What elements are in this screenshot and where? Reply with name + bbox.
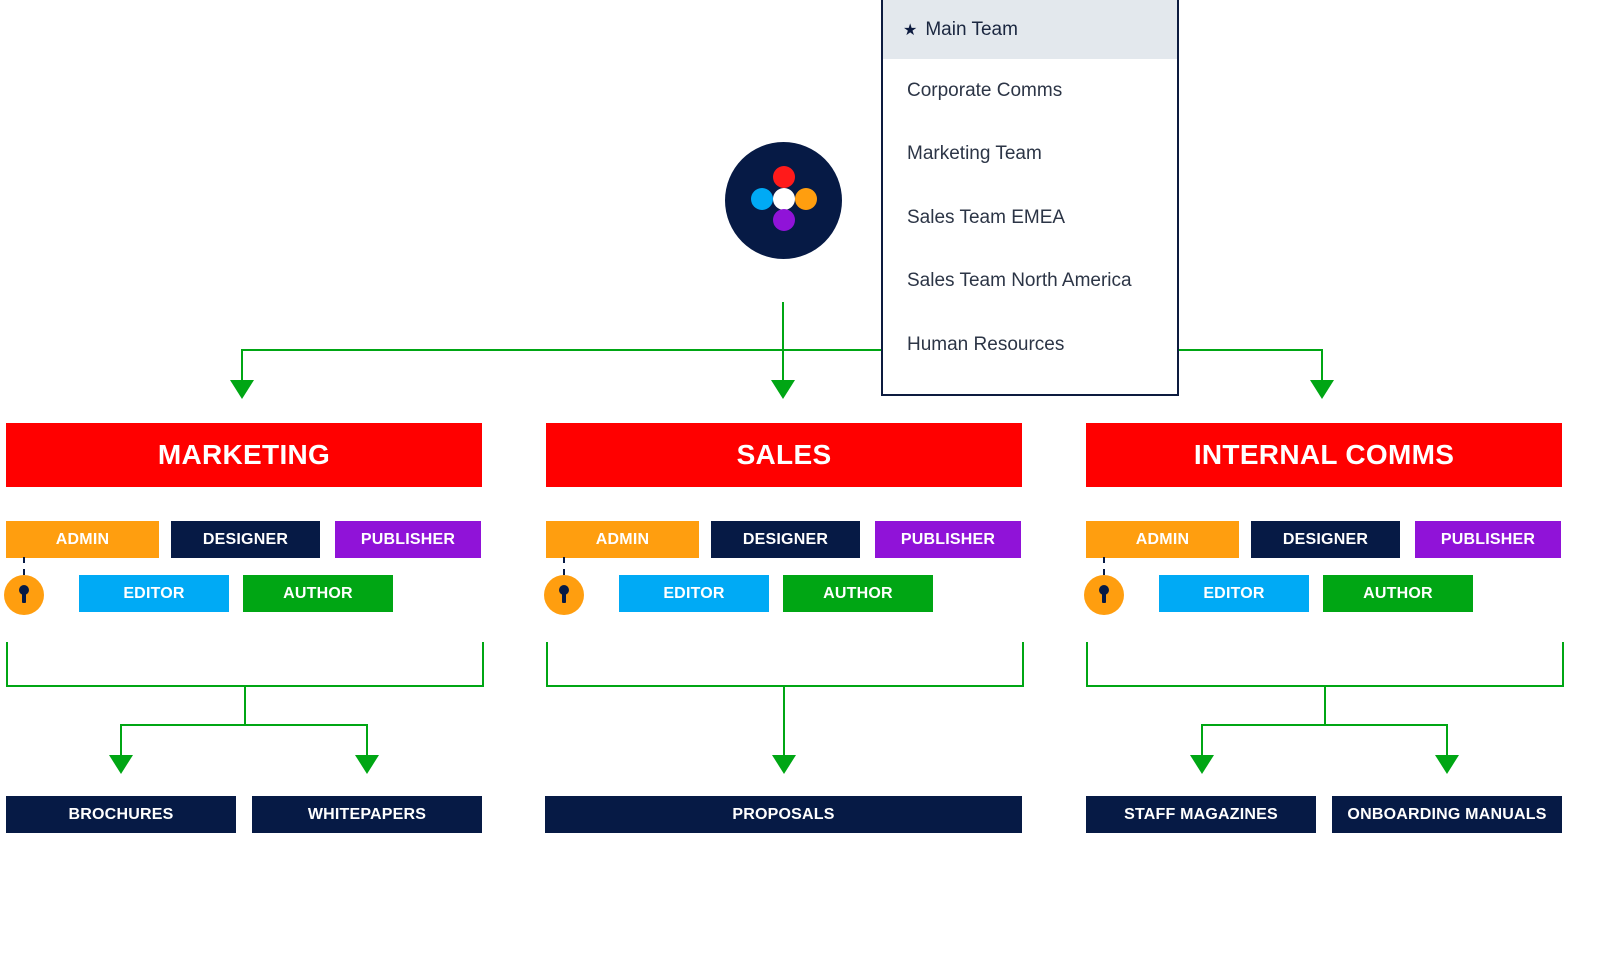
logo-dot-right — [795, 188, 817, 210]
bracket-line — [6, 642, 484, 687]
output-staff-magazines: STAFF MAGAZINES — [1086, 796, 1316, 833]
role-chip-designer: DESIGNER — [711, 521, 860, 558]
lock-icon — [1084, 575, 1124, 615]
arrow-down-icon — [1190, 755, 1214, 774]
lock-connector — [563, 557, 565, 575]
team-menu-item-human-resources[interactable]: Human Resources — [883, 315, 1177, 374]
arrow-down-icon — [230, 380, 254, 399]
connector-line — [1201, 724, 1448, 757]
team-menu-item-main-team[interactable]: ★ Main Team — [883, 0, 1177, 59]
arrow-down-icon — [109, 755, 133, 774]
four-dot-logo-icon — [725, 142, 842, 259]
connector-line — [1177, 349, 1323, 382]
role-chip-editor: EDITOR — [79, 575, 229, 612]
role-chip-publisher: PUBLISHER — [335, 521, 481, 558]
role-chip-author: AUTHOR — [1323, 575, 1473, 612]
output-proposals: PROPOSALS — [545, 796, 1022, 833]
role-chip-author: AUTHOR — [783, 575, 933, 612]
role-chip-admin: ADMIN — [1086, 521, 1239, 558]
arrow-down-icon — [1435, 755, 1459, 774]
team-menu-item-label: Sales Team North America — [907, 269, 1132, 291]
logo-dot-top — [773, 166, 795, 188]
connector-line — [241, 349, 883, 382]
dept-header-marketing: MARKETING — [6, 423, 482, 487]
output-onboarding-manuals: ONBOARDING MANUALS — [1332, 796, 1562, 833]
team-menu-item-label: Corporate Comms — [907, 79, 1063, 101]
role-chip-editor: EDITOR — [619, 575, 769, 612]
role-chip-publisher: PUBLISHER — [1415, 521, 1561, 558]
dept-header-sales: SALES — [546, 423, 1022, 487]
bracket-line — [1086, 642, 1564, 687]
output-whitepapers: WHITEPAPERS — [252, 796, 482, 833]
role-chip-author: AUTHOR — [243, 575, 393, 612]
lock-icon — [544, 575, 584, 615]
role-chip-editor: EDITOR — [1159, 575, 1309, 612]
team-menu-item-label: Main Team — [925, 18, 1018, 40]
role-chip-publisher: PUBLISHER — [875, 521, 1021, 558]
connector-line — [120, 724, 368, 757]
team-menu-item-label: Human Resources — [907, 333, 1065, 355]
arrow-down-icon — [1310, 380, 1334, 399]
lock-connector — [23, 557, 25, 575]
team-menu-item-label: Sales Team EMEA — [907, 206, 1066, 228]
dept-header-internal-comms: INTERNAL COMMS — [1086, 423, 1562, 487]
logo-dot-center — [773, 188, 795, 210]
logo-dot-bottom — [773, 209, 795, 231]
team-menu-item-sales-team-north-america[interactable]: Sales Team North America — [883, 251, 1177, 310]
team-menu-item-corporate-comms[interactable]: Corporate Comms — [883, 61, 1177, 120]
role-chip-admin: ADMIN — [6, 521, 159, 558]
team-dropdown-menu: ★ Main Team Corporate Comms Marketing Te… — [881, 0, 1179, 396]
role-chip-designer: DESIGNER — [1251, 521, 1400, 558]
team-menu-item-label: Marketing Team — [907, 142, 1042, 164]
team-menu-item-marketing-team[interactable]: Marketing Team — [883, 124, 1177, 183]
lock-connector — [1103, 557, 1105, 575]
role-chip-admin: ADMIN — [546, 521, 699, 558]
bracket-line — [546, 642, 1024, 687]
star-icon: ★ — [903, 21, 918, 39]
team-menu-item-sales-team-emea[interactable]: Sales Team EMEA — [883, 188, 1177, 247]
output-brochures: BROCHURES — [6, 796, 236, 833]
arrow-down-icon — [772, 755, 796, 774]
arrow-down-icon — [771, 380, 795, 399]
lock-icon — [4, 575, 44, 615]
logo-dot-left — [751, 188, 773, 210]
arrow-down-icon — [355, 755, 379, 774]
role-chip-designer: DESIGNER — [171, 521, 320, 558]
